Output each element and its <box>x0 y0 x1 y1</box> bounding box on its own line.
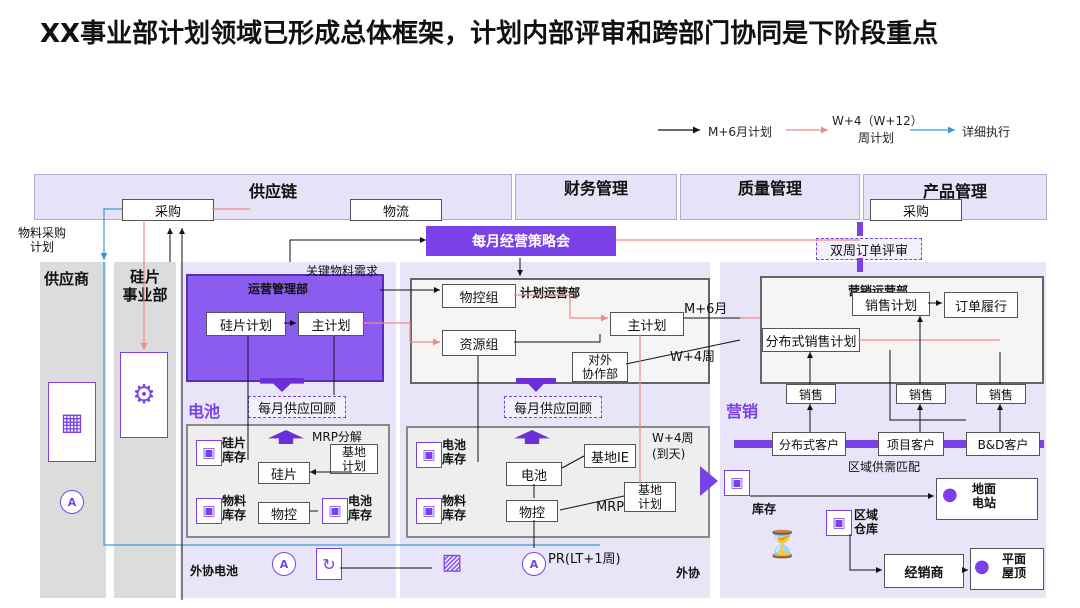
monthly-strategy-meeting: 每月经营策略会 <box>426 226 616 256</box>
legend-detail: 详细执行 <box>962 125 1011 139</box>
supply-chain-label: 供应链 <box>248 182 297 201</box>
legend-m6: M+6月计划 <box>708 125 773 139</box>
base-ie-box: 基地IE <box>584 444 636 468</box>
box-icon: ▣ <box>196 498 222 524</box>
box-icon: ▣ <box>196 440 222 466</box>
handshake-icon: ▦ <box>48 382 96 462</box>
plan-ops-external-label: 外协 <box>676 566 701 580</box>
sales-box-1: 销售 <box>786 384 836 404</box>
slide-title: XX事业部计划领域已形成总体框架，计划内部评审和跨部门协同是下阶段重点 <box>40 19 939 49</box>
box-icon: ▣ <box>724 470 750 496</box>
m6-label: M+6月 <box>684 302 728 317</box>
battery-battery-stock: 电池 库存 <box>348 494 373 522</box>
key-material-label: 关键物料需求 <box>306 264 379 278</box>
project-customer-box: 项目客户 <box>878 432 944 456</box>
legend-w4: W+4（W+12） <box>832 114 923 128</box>
plan-ops-master-plan: 主计划 <box>610 312 684 336</box>
dist-customer-box: 分布式客户 <box>772 432 846 456</box>
order-fulfill-box: 订单履行 <box>944 292 1018 318</box>
flat-roof-box <box>970 548 1044 590</box>
resource-group-box: 资源组 <box>442 330 516 356</box>
delivery-truck-icon: ⏳ <box>766 530 799 560</box>
battery-mrp-label: MRP分解 <box>312 430 362 444</box>
battery-material-ctrl: 物控 <box>258 502 310 524</box>
wafer-bu-label: 硅片 事业部 <box>122 268 168 304</box>
material-group-box: 物控组 <box>442 284 516 308</box>
plan-ops-monthly-review: 每月供应回顾 <box>504 396 602 418</box>
region-warehouse-label: 区域 仓库 <box>854 508 879 536</box>
battery-section-label: 电池 <box>188 402 221 421</box>
sales-plan-box: 销售计划 <box>852 292 930 316</box>
battery-material-stock: 物料 库存 <box>222 494 247 522</box>
procure-box: 采购 <box>122 199 214 221</box>
battery-monthly-review: 每月供应回顾 <box>248 396 346 418</box>
a-circle-icon: A <box>272 552 296 576</box>
battery-wafer-stock: 硅片 库存 <box>222 436 247 464</box>
battery-wafer-box: 硅片 <box>258 462 310 484</box>
quality-bar: 质量管理 <box>680 174 860 220</box>
w4-day-label: W+4周 (到天) <box>652 431 694 461</box>
box-icon: ▣ <box>826 510 852 536</box>
biweekly-order-review: 双周订单评审 <box>816 238 922 260</box>
box-icon: ▣ <box>416 442 442 468</box>
sales-box-2: 销售 <box>896 384 946 404</box>
battery-master-plan: 主计划 <box>298 312 364 336</box>
box-icon: ▣ <box>322 498 348 524</box>
plan-ops-material-stock: 物料 库存 <box>442 494 467 522</box>
battery-wafer-plan: 硅片计划 <box>206 312 286 336</box>
region-match-label: 区域供需匹配 <box>848 460 921 474</box>
sales-box-3: 销售 <box>976 384 1026 404</box>
product-label: 产品管理 <box>922 182 987 201</box>
a-circle-icon: A <box>60 490 84 514</box>
box-icon: ▣ <box>416 498 442 524</box>
plan-ops-base-plan: 基地 计划 <box>624 482 676 512</box>
material-procure-plan-label: 物料采购 计划 <box>17 226 66 254</box>
finance-bar: 财务管理 <box>515 174 677 220</box>
plan-ops-mrp-label: MRP <box>596 500 625 515</box>
dist-sales-plan-box: 分布式销售计划 <box>762 328 860 352</box>
flat-roof-label: 平面 屋顶 <box>1002 552 1027 580</box>
pr-label: PR(LT+1周) <box>548 552 621 567</box>
logistics-box: 物流 <box>350 199 442 221</box>
people-icon: ● <box>942 484 958 505</box>
gear-icon: ⚙ <box>120 352 168 438</box>
outsource-dept-box: 对外 协作部 <box>572 352 628 382</box>
product-procure-box: 采购 <box>870 199 962 221</box>
ground-station-label: 地面 电站 <box>972 482 997 510</box>
plan-ops-battery-stock: 电池 库存 <box>442 438 467 466</box>
marketing-inventory-label: 库存 <box>752 502 777 516</box>
factory-icon: ▨ <box>441 550 463 575</box>
ops-mgmt-label: 运营管理部 <box>248 282 309 296</box>
marketing-section-label: 营销 <box>726 402 759 421</box>
legend-weekly: 周计划 <box>858 131 895 145</box>
battery-base-plan: 基地 计划 <box>330 444 378 474</box>
ground-station-box <box>936 478 1038 520</box>
bd-customer-box: B&D客户 <box>966 432 1040 456</box>
a-circle-icon: A <box>522 552 546 576</box>
w4-label: W+4周 <box>670 350 716 365</box>
plan-ops-material-ctrl: 物控 <box>506 500 558 522</box>
supplier-label: 供应商 <box>44 270 90 288</box>
plan-ops-title: 计划运营部 <box>520 286 581 300</box>
people-icon: ● <box>974 556 990 577</box>
battery-external-label: 外协电池 <box>190 564 239 578</box>
recycle-battery-icon: ↻ <box>316 548 342 580</box>
dealer-box: 经销商 <box>884 554 964 588</box>
